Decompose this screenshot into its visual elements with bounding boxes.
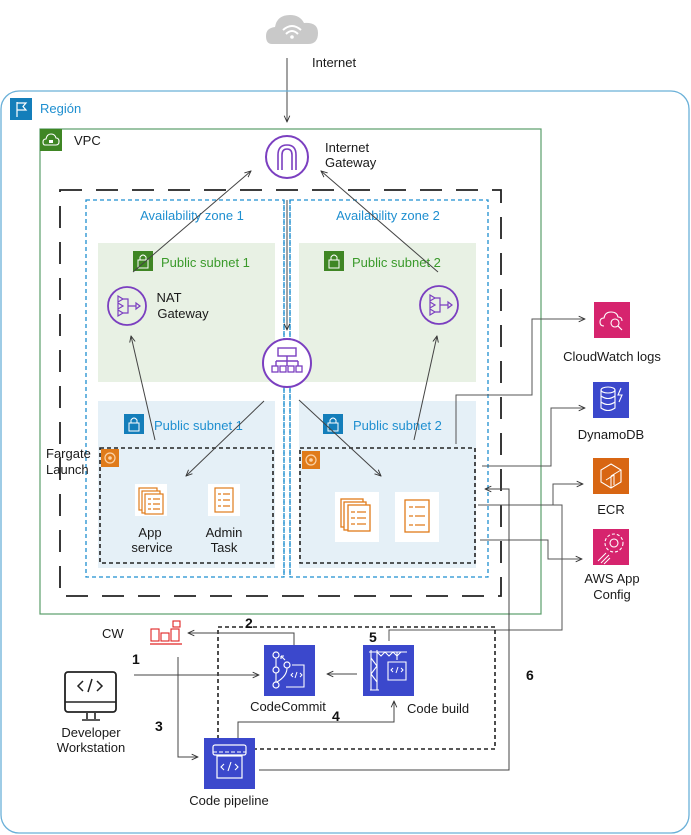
tasks-to-ecr-connector <box>478 484 583 506</box>
flag-icon <box>10 98 32 120</box>
cloudwatch-logs-label: CloudWatch logs <box>563 349 661 364</box>
app-service-icon <box>335 492 379 542</box>
public-subnet-2-bottom-label: Public subnet 2 <box>353 418 442 433</box>
codepipeline-icon <box>204 738 255 789</box>
igw-label-line2: Gateway <box>325 155 377 170</box>
step3-cw-to-pipeline-arrow <box>177 657 198 757</box>
public-subnet-1-top-label: Public subnet 1 <box>161 255 250 270</box>
app-config-label-line2: Config <box>593 587 631 602</box>
codecommit-label: CodeCommit <box>250 699 326 714</box>
az1-label: Availability zone 1 <box>140 208 244 223</box>
app-service-icon <box>135 484 167 516</box>
step-2-label: 2 <box>245 615 253 631</box>
step-6-label: 6 <box>526 667 534 683</box>
step-4-label: 4 <box>332 708 340 724</box>
fargate-label-line2: Launch <box>46 462 89 477</box>
nat1-to-igw-arrow <box>132 171 251 273</box>
admin-task-icon <box>208 484 240 516</box>
cw-label: CW <box>102 626 124 641</box>
fargate-group-az1 <box>99 447 274 564</box>
cloudwatch-metrics-icon <box>150 620 182 645</box>
step4-pipeline-to-codebuild-arrow <box>237 701 394 738</box>
alb-to-az1-tasks-arrow <box>186 400 265 476</box>
nat2-to-igw-arrow <box>321 171 439 273</box>
task2-to-nat2-arrow <box>413 336 437 441</box>
tasks-to-cloudwatch-connector <box>455 319 585 444</box>
region-container <box>0 90 690 834</box>
codebuild-icon <box>363 645 414 696</box>
lock-icon <box>324 251 344 271</box>
step6-pipeline-to-tasks-arrow <box>259 489 510 771</box>
codecommit-icon <box>264 645 315 696</box>
codepipeline-label: Code pipeline <box>189 793 269 808</box>
step-1-label: 1 <box>132 651 140 667</box>
dynamodb-label: DynamoDB <box>578 427 644 442</box>
vpc-label: VPC <box>74 133 101 148</box>
lock-icon <box>133 251 153 271</box>
admin-task-label-line2: Task <box>211 540 238 555</box>
lock-icon <box>124 414 144 434</box>
admin-task-label-line1: Admin <box>206 525 243 540</box>
nat-gateway-icon <box>107 286 147 326</box>
cloudwatch-logs-icon <box>594 302 630 338</box>
public-subnet-2-top-label: Public subnet 2 <box>352 255 441 270</box>
app-service-label-line1: App <box>138 525 161 540</box>
fargate-icon <box>101 449 119 467</box>
developer-label-line1: Developer <box>61 725 121 740</box>
vpc-container <box>39 128 542 615</box>
fargate-icon <box>302 451 320 469</box>
internet-label: Internet <box>312 55 356 70</box>
load-balancer-icon <box>262 338 312 388</box>
pipeline-dashed-group <box>217 626 496 750</box>
fargate-group-az2 <box>299 447 476 564</box>
ecr-label: ECR <box>597 502 624 517</box>
tasks-to-appconfig-connector <box>480 539 582 559</box>
dynamodb-icon <box>593 382 629 418</box>
app-config-icon <box>593 529 629 565</box>
developer-workstation-icon <box>64 671 117 721</box>
igw-label-line1: Internet <box>325 140 369 155</box>
app-config-label-line1: AWS App <box>584 571 639 586</box>
availability-zone-1 <box>85 199 285 578</box>
nat-gateway-icon <box>419 285 459 325</box>
auto-scaling-group <box>59 189 502 597</box>
availability-zone-2 <box>289 199 489 578</box>
internet-cloud-icon <box>266 15 318 44</box>
codebuild-to-ecr-connector <box>388 504 563 641</box>
developer-label-line2: Workstation <box>57 740 125 755</box>
app-service-label-line2: service <box>131 540 172 555</box>
step-3-label: 3 <box>155 718 163 734</box>
tasks-to-dynamodb-connector <box>482 408 585 467</box>
task1-to-nat1-arrow <box>131 336 156 441</box>
fargate-label-line1: Fargate <box>46 446 91 461</box>
public-subnet-1-bottom-label: Public subnet 1 <box>154 418 243 433</box>
nat-label-line2: Gateway <box>157 306 209 321</box>
admin-task-icon <box>395 492 439 542</box>
ecr-icon <box>593 458 629 494</box>
alb-to-az2-tasks-arrow <box>298 399 381 476</box>
codebuild-label: Code build <box>407 701 469 716</box>
step-5-label: 5 <box>369 629 377 645</box>
nat-label-line1: NAT <box>156 290 181 305</box>
internet-gateway-icon <box>265 135 309 179</box>
step2-codecommit-to-cw-arrow <box>188 633 295 645</box>
region-label: Región <box>40 101 81 116</box>
az2-label: Availability zone 2 <box>336 208 440 223</box>
